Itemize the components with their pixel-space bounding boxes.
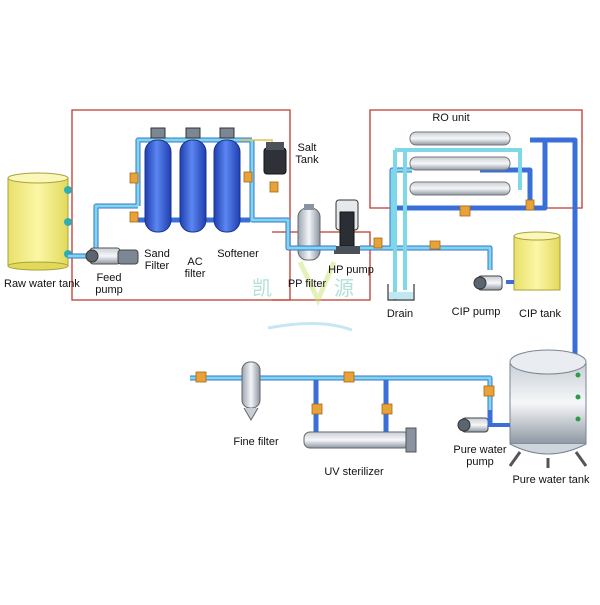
valve	[381, 403, 393, 415]
ro-membrane-3	[409, 181, 511, 196]
ro-frame	[369, 109, 583, 209]
label-ac-filter-line2: filter	[184, 268, 206, 280]
label-cip-tank: CIP tank	[519, 308, 561, 320]
hp-pump	[334, 199, 360, 254]
pp-filter	[297, 204, 321, 261]
salt-tank	[240, 139, 287, 175]
valve	[525, 199, 535, 211]
valve	[373, 237, 383, 249]
valve	[243, 171, 253, 183]
valve	[195, 371, 207, 383]
valve	[429, 240, 441, 250]
watermark-char-left: 凯	[252, 276, 272, 300]
label-softener: Softener	[217, 248, 259, 260]
pure-water-pump	[457, 417, 510, 433]
label-pure-water-tank: Pure water tank	[512, 474, 590, 486]
ac-filter-vessel	[179, 127, 207, 233]
valve	[129, 211, 139, 223]
cip-pump	[473, 275, 514, 291]
watermark-logo	[267, 260, 353, 332]
label-pure-water-pump-line2: pump	[466, 456, 494, 468]
feed-pump	[85, 247, 139, 265]
raw-water-tank	[7, 172, 72, 271]
sand-filter-vessel	[144, 127, 172, 233]
label-drain: Drain	[386, 308, 414, 320]
label-raw-water-tank: Raw water tank	[4, 278, 80, 290]
fine-filter	[241, 361, 261, 421]
label-pp-filter: PP filter	[287, 278, 327, 290]
distribution-pipes-inner	[190, 376, 492, 410]
cip-tank	[513, 231, 561, 291]
pretreatment-pipes	[68, 137, 291, 259]
softener-vessel	[213, 127, 241, 233]
label-ac-filter-line1: AC	[187, 256, 203, 268]
valve	[269, 181, 279, 193]
valve	[311, 403, 323, 415]
label-sand-filter-line1: Sand	[144, 248, 170, 260]
label-feed-pump-line2: pump	[95, 284, 123, 296]
ro-membrane-1	[409, 131, 511, 146]
valve	[129, 172, 139, 184]
pretreatment-pipes-inner	[68, 138, 290, 258]
uv-sterilizer	[303, 427, 417, 453]
valves	[129, 171, 535, 415]
valve	[459, 205, 471, 217]
label-uv-sterilizer: UV sterilizer	[324, 466, 384, 478]
pp-frame	[272, 231, 371, 301]
label-fine-filter: Fine filter	[233, 436, 279, 448]
concentrate-pipes	[393, 148, 522, 300]
label-ro-unit: RO unit	[432, 112, 470, 124]
label-sand-filter-line2: Filter	[144, 260, 170, 272]
pure-water-tank	[508, 349, 588, 468]
label-salt-tank-line2: Tank	[295, 154, 319, 166]
label-feed-pump-line1: Feed	[96, 272, 122, 284]
label-salt-tank-line1: Salt	[297, 142, 317, 154]
drain	[387, 284, 415, 301]
watermark-char-right: 源	[334, 276, 354, 300]
valve	[483, 385, 495, 397]
distribution-pipes	[190, 375, 493, 434]
ro-membrane-2	[409, 156, 511, 171]
label-hp-pump: HP pump	[328, 264, 374, 276]
label-pure-water-pump-line1: Pure water	[453, 444, 507, 456]
valve	[343, 371, 355, 383]
label-cip-pump: CIP pump	[451, 306, 501, 318]
